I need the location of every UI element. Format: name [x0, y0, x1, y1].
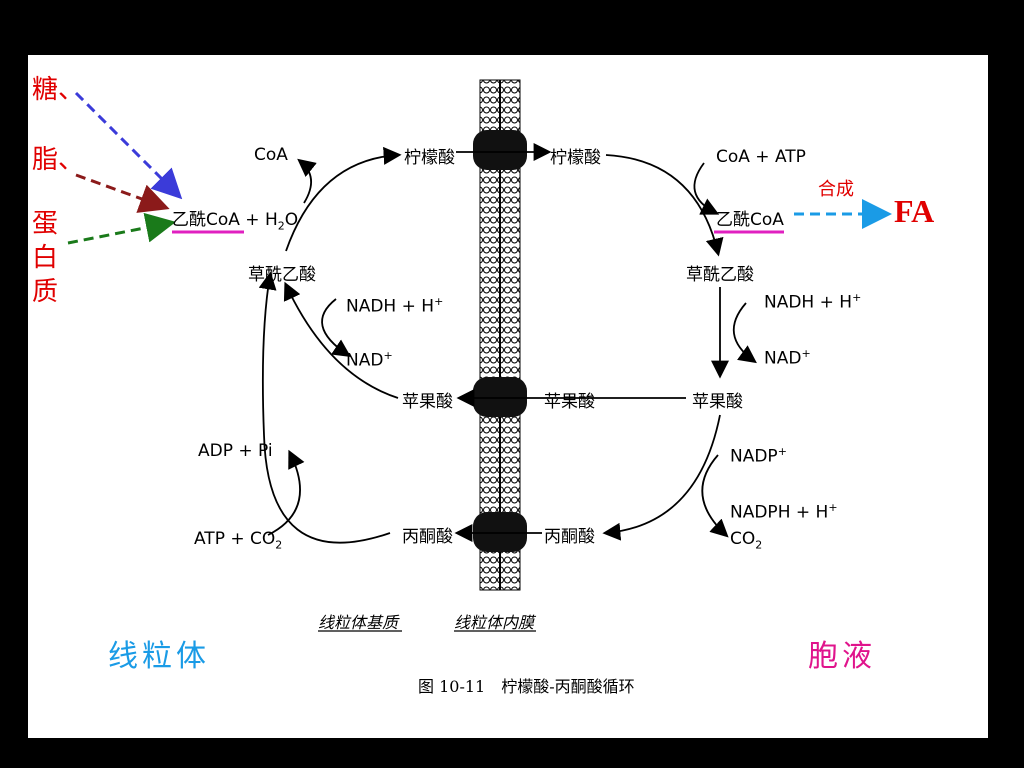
coa-atp: CoA + ATP: [716, 147, 806, 167]
pyruvate-left: 丙酮酸: [402, 527, 453, 547]
source-protein-2: 白: [32, 243, 59, 273]
pyruvate-transporter: [473, 512, 527, 552]
sugar-arrow: [74, 91, 183, 200]
nadh-left: NADH + H+: [346, 295, 444, 317]
arrow-pyruvate-to-oxaloacetate: [258, 271, 391, 544]
nadph: NADPH + H+: [730, 501, 838, 523]
nad-left: NAD+: [346, 349, 393, 371]
malate-transporter: [473, 377, 527, 417]
oxaloacetate-right: 草酰乙酸: [686, 265, 754, 285]
synthesis-label: 合成: [818, 179, 854, 200]
nadp: NADP+: [730, 445, 787, 467]
cytosol-label: 胞液: [808, 639, 876, 674]
malate-mid: 苹果酸: [544, 392, 595, 412]
arrow-nadp-nadph: [701, 454, 729, 538]
fa-label: FA: [894, 193, 935, 229]
acetyl-coa-left: 乙酰CoA + H2O: [172, 210, 299, 233]
arrow-nadh-nad-right: [732, 302, 757, 364]
nadh-right: NADH + H+: [764, 291, 862, 313]
nad-right: NAD+: [764, 347, 811, 369]
arrow-atp-adp: [267, 449, 305, 536]
source-sugar: 糖、: [32, 75, 85, 105]
oxaloacetate-left: 草酰乙酸: [248, 265, 316, 285]
mitochondria-label: 线粒体: [108, 639, 210, 674]
arrow-oxaloacetate-to-citrate: [285, 146, 402, 252]
acetyl-coa-right: 乙酰CoA: [716, 210, 784, 230]
pathway-diagram: [67, 79, 892, 632]
slide: 糖、 脂、 蛋 白 质 合成 FA CoA 乙酰CoA + H2O 草酰乙酸 柠…: [28, 55, 988, 738]
source-protein-1: 蛋: [32, 209, 59, 239]
coa-left: CoA: [254, 145, 288, 165]
protein-arrow: [67, 212, 176, 245]
membrane-caption: 线粒体内膜: [454, 613, 535, 632]
arrow-citrate-to-acetyl-coa: [605, 154, 724, 257]
arrow-coa-atp: [693, 162, 720, 215]
atp-co2: ATP + CO2: [194, 529, 283, 552]
arrow-malate-to-pyruvate: [602, 414, 721, 541]
malate-left: 苹果酸: [402, 392, 453, 412]
matrix-caption: 线粒体基质: [318, 613, 399, 632]
fat-arrow: [75, 173, 170, 213]
arrow-nadh-nad: [321, 298, 351, 357]
co2-right: CO2: [730, 529, 763, 552]
arrow-coa-release: [297, 158, 317, 204]
citrate-right: 柠檬酸: [550, 148, 601, 168]
figure-caption: 图 10-11 柠檬酸-丙酮酸循环: [418, 677, 635, 696]
source-protein-3: 质: [32, 277, 59, 307]
arrow-malate-to-oxaloacetate: [283, 281, 399, 399]
citrate-left: 柠檬酸: [404, 148, 455, 168]
source-fat: 脂、: [32, 145, 85, 175]
malate-right: 苹果酸: [692, 392, 743, 412]
pyruvate-right: 丙酮酸: [544, 527, 595, 547]
adp-pi: ADP + Pi: [198, 441, 273, 461]
citrate-transporter: [473, 130, 527, 170]
